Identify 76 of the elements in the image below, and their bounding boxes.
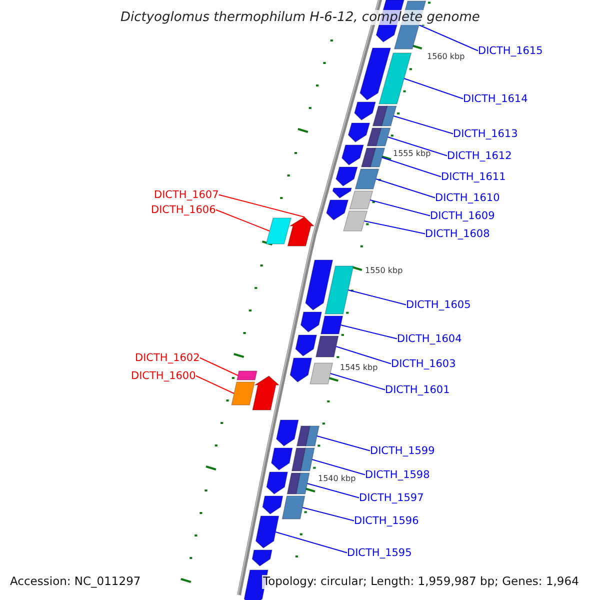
gene-symbol bbox=[348, 122, 370, 142]
gene-symbol bbox=[310, 362, 334, 384]
gene-label: DICTH_1604 bbox=[397, 334, 462, 344]
scale-label: 1550 kbp bbox=[365, 267, 403, 275]
gene-label: DICTH_1606 bbox=[151, 204, 216, 215]
gene-label: DICTH_1614 bbox=[463, 94, 528, 104]
gene-symbol bbox=[282, 496, 306, 520]
accession-note: Accession: NC_011297 bbox=[9, 575, 142, 588]
gene-label: DICTH_1602 bbox=[135, 352, 200, 363]
scale-label: 1540 kbp bbox=[318, 475, 356, 483]
gene-symbol bbox=[372, 106, 397, 126]
leader-line bbox=[330, 373, 386, 390]
leader-line bbox=[199, 357, 238, 376]
leader-line bbox=[418, 24, 478, 52]
gene-symbol bbox=[341, 144, 364, 166]
gene-symbol bbox=[252, 376, 280, 410]
gene-symbol bbox=[378, 52, 412, 104]
gene-symbol bbox=[286, 472, 310, 494]
scale-label: 1555 kbp bbox=[393, 150, 431, 158]
gene-symbol bbox=[262, 496, 284, 514]
gene-label: DICTH_1615 bbox=[478, 46, 543, 56]
leader-line bbox=[370, 200, 430, 216]
gene-symbol bbox=[354, 102, 376, 120]
scale-label: 1545 kbp bbox=[340, 364, 378, 372]
gene-label: DICTH_1607 bbox=[154, 190, 219, 200]
gene-symbol bbox=[290, 358, 312, 382]
gene-symbol bbox=[266, 472, 288, 494]
gene-label: DICTH_1612 bbox=[447, 150, 512, 161]
gene-symbol bbox=[300, 312, 322, 332]
leader-line bbox=[348, 290, 406, 306]
gene-symbol bbox=[324, 266, 354, 314]
gene-symbol bbox=[276, 420, 299, 446]
gene-label: DICTH_1596 bbox=[354, 516, 419, 526]
gene-symbol bbox=[336, 166, 358, 186]
gene-symbol bbox=[296, 426, 320, 446]
leader-line bbox=[404, 78, 464, 100]
leader-line bbox=[376, 178, 436, 198]
gene-label: DICTH_1609 bbox=[430, 210, 495, 221]
leader-line bbox=[382, 157, 442, 178]
gene-label: DICTH_1595 bbox=[347, 548, 412, 558]
gene-symbol bbox=[231, 382, 256, 406]
gene-symbol bbox=[342, 210, 368, 232]
gene-symbol bbox=[287, 216, 315, 246]
leader-line bbox=[336, 346, 392, 364]
leader-line bbox=[302, 507, 354, 522]
leader-line bbox=[215, 209, 270, 232]
leader-line bbox=[393, 116, 454, 134]
gene-label: DICTH_1611 bbox=[441, 172, 506, 182]
gene-label: DICTH_1608 bbox=[425, 228, 490, 239]
leader-line bbox=[275, 532, 348, 554]
gene-symbol bbox=[291, 448, 315, 472]
leader-line bbox=[340, 324, 398, 340]
genome-summary: Topology: circular; Length: 1,959,987 bp; Genes: 1,964 bbox=[262, 575, 580, 588]
gene-label: DICTH_1605 bbox=[406, 300, 471, 310]
gene-symbol bbox=[295, 334, 318, 356]
gene-label: DICTH_1603 bbox=[391, 358, 456, 369]
gene-label: DICTH_1598 bbox=[365, 470, 430, 480]
gene-symbol bbox=[354, 168, 380, 190]
leader-line bbox=[195, 375, 235, 394]
gene-symbol bbox=[360, 148, 386, 168]
scale-label: 1560 kbp bbox=[427, 53, 465, 61]
leader-line bbox=[387, 136, 448, 156]
gene-label: DICTH_1597 bbox=[359, 492, 424, 503]
gene-symbol bbox=[270, 448, 293, 470]
gene-symbol bbox=[366, 128, 391, 146]
leader-line bbox=[364, 220, 426, 234]
gene-symbol bbox=[266, 218, 292, 244]
gene-label: DICTH_1600 bbox=[131, 370, 196, 381]
gene-label: DICTH_1610 bbox=[435, 192, 500, 203]
gene-label: DICTH_1599 bbox=[370, 446, 435, 456]
gene-symbol bbox=[349, 190, 374, 210]
leader-line bbox=[306, 483, 360, 498]
leader-line bbox=[218, 194, 305, 218]
gene-label: DICTH_1601 bbox=[385, 384, 450, 395]
gene-symbol bbox=[315, 336, 339, 358]
gene-label: DICTH_1613 bbox=[453, 128, 518, 139]
